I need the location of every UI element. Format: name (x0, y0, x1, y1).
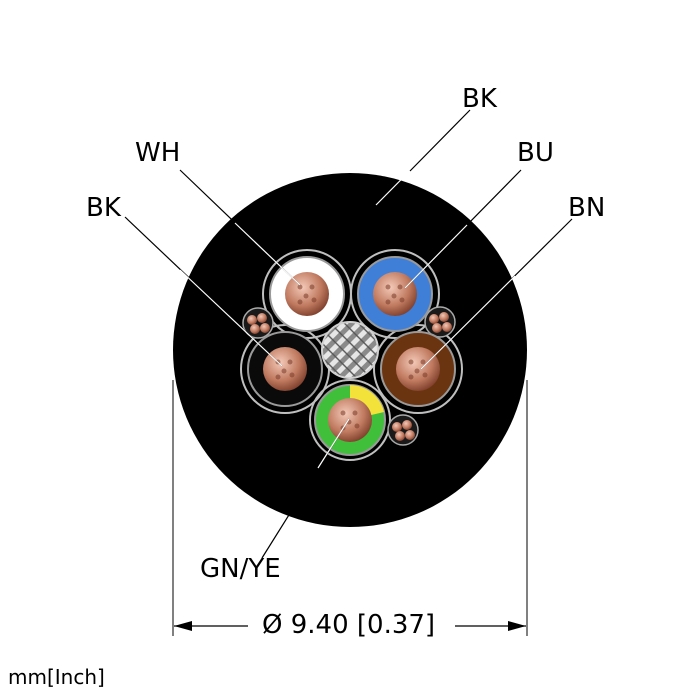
drain-wire-bundles (242, 306, 456, 446)
dimension-diameter-label: Ø 9.40 [0.37] (262, 610, 436, 640)
core-blue (357, 256, 433, 332)
label-brown-core: BN (568, 193, 606, 223)
core-bundle-outline (240, 249, 463, 461)
label-ground-core: GN/YE (200, 554, 281, 584)
dimension-line (174, 621, 526, 631)
label-black-core: BK (86, 193, 121, 223)
label-blue-core: BU (517, 138, 554, 168)
label-outer-jacket: BK (462, 84, 497, 114)
braided-shield-filler (321, 321, 379, 379)
leader-lines (124, 109, 573, 559)
label-white-core: WH (135, 138, 181, 168)
units-note: mm[Inch] (8, 665, 105, 689)
